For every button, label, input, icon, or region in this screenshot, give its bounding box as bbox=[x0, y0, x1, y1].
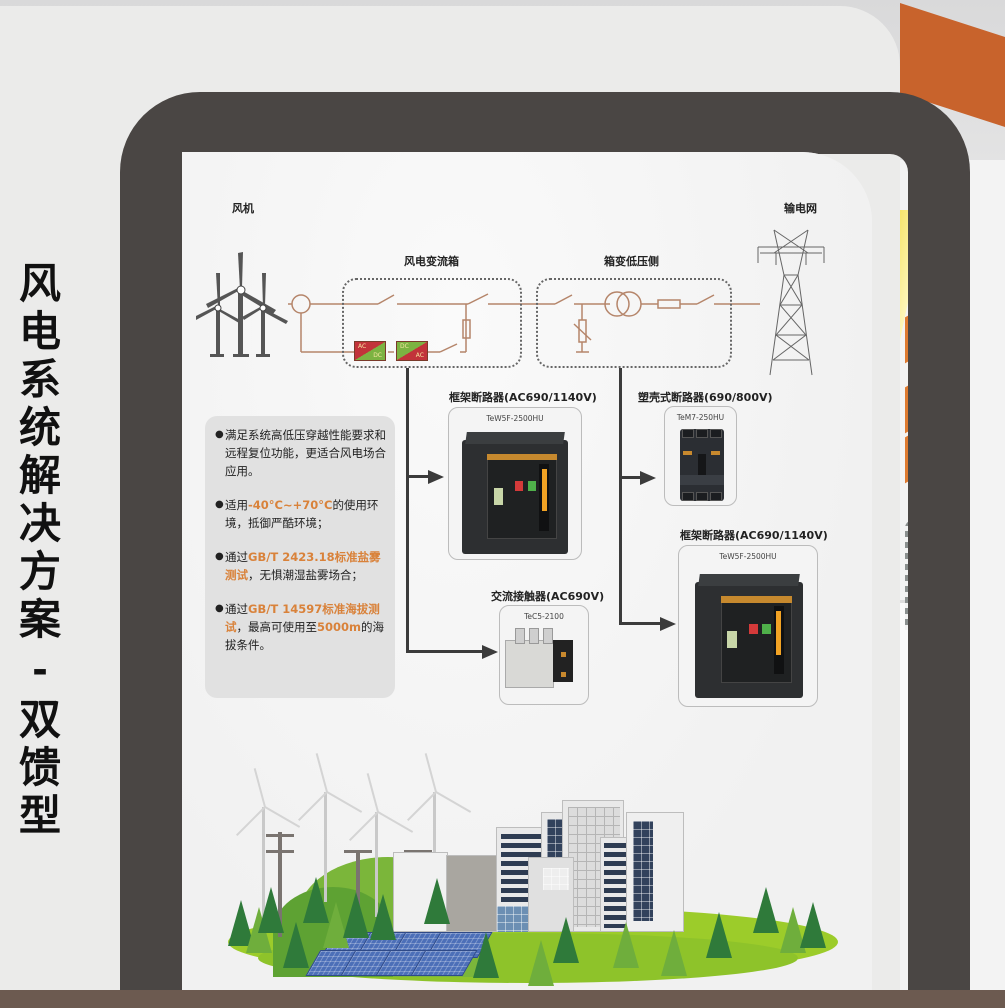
turbine-blade bbox=[326, 791, 363, 813]
bullet-icon: ● bbox=[215, 429, 224, 440]
tree bbox=[473, 932, 499, 978]
converter-cabinet-box bbox=[342, 278, 522, 368]
tree bbox=[706, 912, 732, 958]
title-dash: - bbox=[32, 648, 48, 692]
molded-case-breaker-image bbox=[680, 429, 724, 501]
bullet-icon: ● bbox=[215, 499, 224, 510]
air-circuit-breaker-image bbox=[695, 574, 803, 698]
dc-ac-converter: DC AC bbox=[396, 341, 428, 361]
title-char: 案 bbox=[18, 595, 61, 644]
ac-dc-converter: AC DC bbox=[354, 341, 386, 361]
turbine-blade bbox=[377, 811, 414, 833]
title-char: 型 bbox=[18, 791, 61, 840]
product-title: 框架断路器(AC690/1140V) bbox=[680, 529, 828, 542]
building bbox=[626, 812, 684, 932]
title-char: 系 bbox=[18, 355, 61, 404]
arrow-right-icon bbox=[640, 471, 656, 485]
turbine-blade bbox=[424, 753, 437, 793]
tree bbox=[553, 917, 579, 963]
title-char: 解 bbox=[18, 451, 61, 500]
tree bbox=[424, 878, 450, 924]
wind-turbine-pole bbox=[262, 807, 265, 927]
product-model: TeW5F-2500HU bbox=[719, 552, 777, 561]
feature-item: ● 满足系统高低压穿越性能要求和远程复位功能，更适合风电场合应用。 bbox=[215, 428, 386, 478]
turbine-blade bbox=[366, 773, 379, 813]
wind-turbine-pole bbox=[433, 792, 436, 902]
arch-frame bbox=[120, 92, 970, 1008]
wind-turbine-pole bbox=[324, 792, 327, 902]
tree bbox=[661, 930, 687, 976]
title-char: 风 bbox=[18, 259, 61, 308]
feeder-line bbox=[406, 368, 409, 652]
bullet-icon: ● bbox=[215, 551, 224, 562]
feeder-line bbox=[619, 368, 622, 624]
title-char: 决 bbox=[18, 499, 61, 548]
single-line-wiring bbox=[288, 291, 760, 353]
wind-turbine-icon bbox=[196, 252, 288, 357]
arrow-right-icon bbox=[428, 470, 444, 484]
turbine-blade bbox=[253, 768, 266, 808]
title-char: 方 bbox=[18, 547, 61, 596]
feature-item: ● 通过GB/T 2423.18标准盐雾测试，无惧潮湿盐雾场合； bbox=[215, 550, 381, 582]
transmission-tower-icon bbox=[757, 229, 825, 376]
product-title: 框架断路器(AC690/1140V) bbox=[449, 391, 597, 404]
tree bbox=[613, 922, 639, 968]
tree bbox=[800, 902, 826, 948]
building bbox=[446, 855, 498, 932]
arrow-right-icon bbox=[482, 645, 498, 659]
vertical-title: 风 电 系 统 解 决 方 案 - 双 馈 型 bbox=[14, 260, 66, 840]
contactor-image bbox=[505, 628, 573, 688]
label-turbine: 风机 bbox=[232, 202, 254, 215]
tree bbox=[283, 922, 309, 968]
product-model: TeC5-2100 bbox=[524, 612, 564, 621]
title-char: 馈 bbox=[18, 743, 61, 792]
title-char: 统 bbox=[18, 403, 61, 452]
feeder-branch bbox=[619, 622, 661, 625]
pole-crossbar bbox=[344, 850, 372, 853]
product-card-acb: TeW5F-2500HU bbox=[678, 545, 818, 707]
label-box-transformer-lv: 箱变低压侧 bbox=[604, 255, 659, 268]
tree bbox=[753, 887, 779, 933]
tree bbox=[370, 894, 396, 940]
feeder-branch bbox=[406, 475, 430, 478]
feature-item: ● 通过GB/T 14597标准海拔测试，最高可使用至5000m的海拔条件。 bbox=[215, 602, 384, 652]
pole-crossbar bbox=[266, 850, 294, 853]
box-transformer-lv-box bbox=[536, 278, 732, 368]
product-title: 塑壳式断路器(690/800V) bbox=[638, 391, 773, 404]
arrow-right-icon bbox=[660, 617, 676, 631]
feeder-branch bbox=[619, 476, 641, 479]
title-char: 电 bbox=[18, 307, 61, 356]
air-circuit-breaker-image bbox=[462, 432, 568, 554]
product-card-acb: TeW5F-2500HU bbox=[448, 407, 582, 560]
product-card-mccb: TeM7-250HU bbox=[664, 406, 737, 506]
green-energy-illustration bbox=[228, 752, 838, 986]
feature-item: ● 适用-40°C~+70°C的使用环境，抵御严酷环境； bbox=[215, 498, 379, 530]
label-converter-cabinet: 风电变流箱 bbox=[404, 255, 459, 268]
tree bbox=[258, 887, 284, 933]
floor bbox=[0, 990, 1005, 1008]
product-model: TeM7-250HU bbox=[676, 413, 725, 422]
bullet-icon: ● bbox=[215, 603, 224, 614]
pole-crossbar bbox=[404, 850, 432, 853]
tree bbox=[528, 940, 554, 986]
product-title: 交流接触器(AC690V) bbox=[491, 590, 605, 603]
pole-crossbar bbox=[266, 834, 294, 837]
features-panel: ● 满足系统高低压穿越性能要求和远程复位功能，更适合风电场合应用。 ● 适用-4… bbox=[205, 416, 395, 698]
power-pole bbox=[278, 832, 282, 937]
wind-turbine-pole bbox=[375, 812, 378, 917]
turbine-blade bbox=[435, 791, 472, 813]
feeder-branch bbox=[406, 650, 484, 653]
title-char: 双 bbox=[18, 695, 61, 744]
product-model: TeW5F-2500HU bbox=[486, 414, 544, 423]
turbine-blade bbox=[315, 753, 328, 793]
turbine-blade bbox=[264, 806, 301, 828]
product-card-contactor: TeC5-2100 bbox=[499, 605, 589, 705]
tree bbox=[343, 892, 369, 938]
label-grid: 输电网 bbox=[784, 202, 817, 215]
